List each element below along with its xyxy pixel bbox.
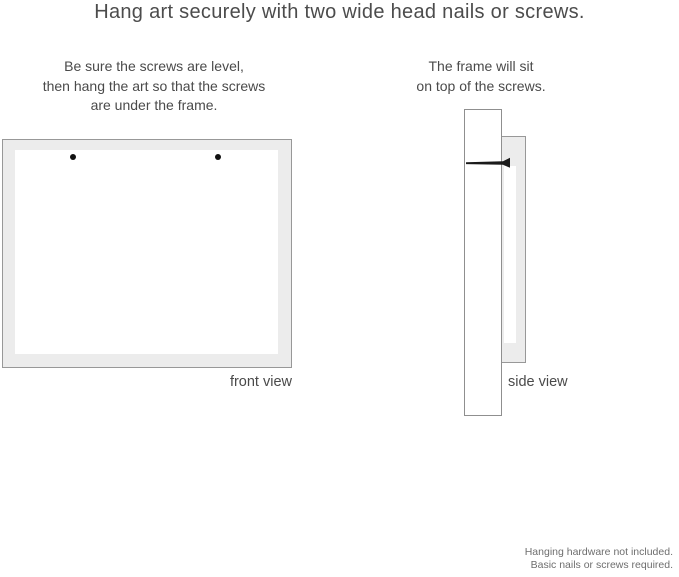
disclaimer-line: Basic nails or screws required. bbox=[530, 558, 673, 571]
disclaimer-line: Hanging hardware not included. bbox=[524, 546, 673, 558]
instruction-line: then hang the art so that the screws bbox=[42, 77, 266, 94]
nail-head-icon bbox=[215, 154, 221, 160]
front-view-mat bbox=[15, 150, 278, 354]
front-view-label: front view bbox=[229, 374, 292, 390]
front-view-frame bbox=[2, 139, 292, 368]
side-view-frame-backing bbox=[500, 136, 526, 363]
instruction-line: on top of the screws. bbox=[416, 77, 546, 94]
instruction-line: Be sure the screws are level, bbox=[64, 58, 244, 74]
front-view-instructions: Be sure the screws are level, then hang … bbox=[24, 57, 284, 116]
instruction-line: are under the frame. bbox=[90, 97, 218, 113]
nail-icon bbox=[466, 157, 510, 168]
side-view-mat bbox=[504, 166, 516, 343]
instruction-line: The frame will sit bbox=[428, 58, 534, 74]
nail-head-icon bbox=[70, 154, 76, 160]
side-view-instructions: The frame will sit on top of the screws. bbox=[381, 57, 581, 96]
disclaimer-text: Hanging hardware not included. Basic nai… bbox=[525, 546, 673, 571]
page-title: Hang art securely with two wide head nai… bbox=[94, 1, 585, 23]
side-view-label: side view bbox=[508, 374, 568, 390]
side-view-frame-edge bbox=[464, 109, 502, 416]
